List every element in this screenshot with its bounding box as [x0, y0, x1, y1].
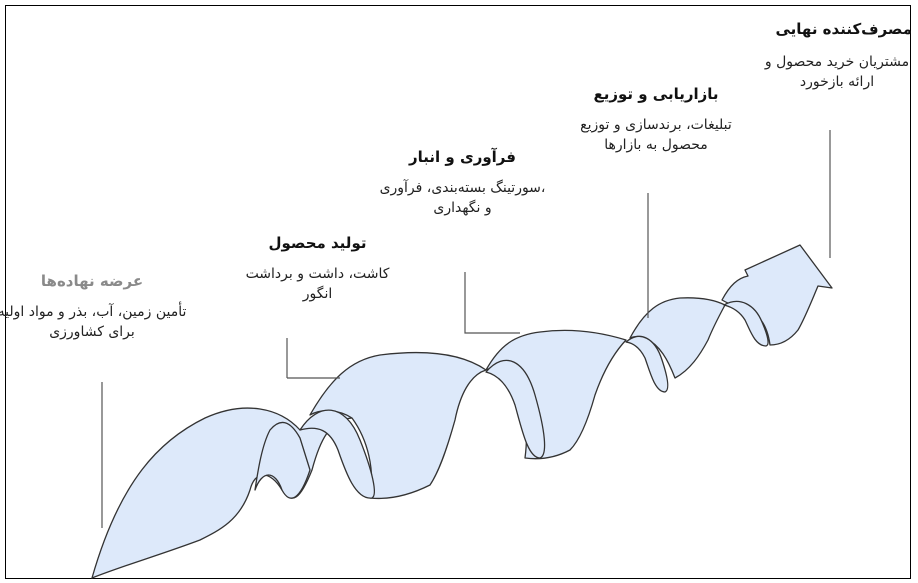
stage-inputs-supply: عرضه نهاده‌ها تأمین زمین، آب، بذر و مواد…: [0, 272, 187, 342]
stage-title: مصرف‌کننده نهایی: [775, 20, 912, 38]
ribbon-segment-3: [485, 329, 627, 460]
stage-production: تولید محصول کاشت، داشت و برداشت انگور: [230, 234, 405, 304]
stage-processing-storage: فرآوری و انبار ،سورتینگ بسته‌بندی، فرآور…: [375, 148, 550, 218]
stage-final-consumer: مصرف‌کننده نهایی مشتریان خرید محصول و ار…: [762, 20, 912, 92]
stage-title: فرآوری و انبار: [409, 148, 516, 166]
stage-title: تولید محصول: [268, 234, 367, 252]
stage-description: ،سورتینگ بسته‌بندی، فرآوری و نگهداری: [379, 180, 546, 216]
stage-title: عرضه نهاده‌ها: [40, 272, 144, 290]
ribbon-arch-3: [625, 335, 669, 393]
ribbon-arch-2: [485, 359, 546, 459]
ribbon-segment-2: [254, 352, 487, 500]
stage-title: بازاریابی و توزیع: [593, 85, 719, 103]
diagram-frame: [5, 5, 911, 579]
stage-description: تأمین زمین، آب، بذر و مواد اولیه برای کش…: [0, 304, 187, 340]
leader-line-3: [464, 272, 520, 334]
ribbon-arch-1: [299, 409, 375, 499]
ribbon-segment-1: [91, 407, 353, 579]
stage-marketing-distribution: بازاریابی و توزیع تبلیغات، برندسازی و تو…: [562, 85, 750, 155]
ribbon-arch-4: [723, 300, 769, 347]
stage-description: مشتریان خرید محصول و ارائه بازخورد: [764, 54, 910, 90]
stage-description: کاشت، داشت و برداشت انگور: [245, 266, 390, 302]
stage-description: تبلیغات، برندسازی و توزیع محصول به بازار…: [580, 117, 732, 153]
ribbon-segment-5: [721, 244, 833, 346]
